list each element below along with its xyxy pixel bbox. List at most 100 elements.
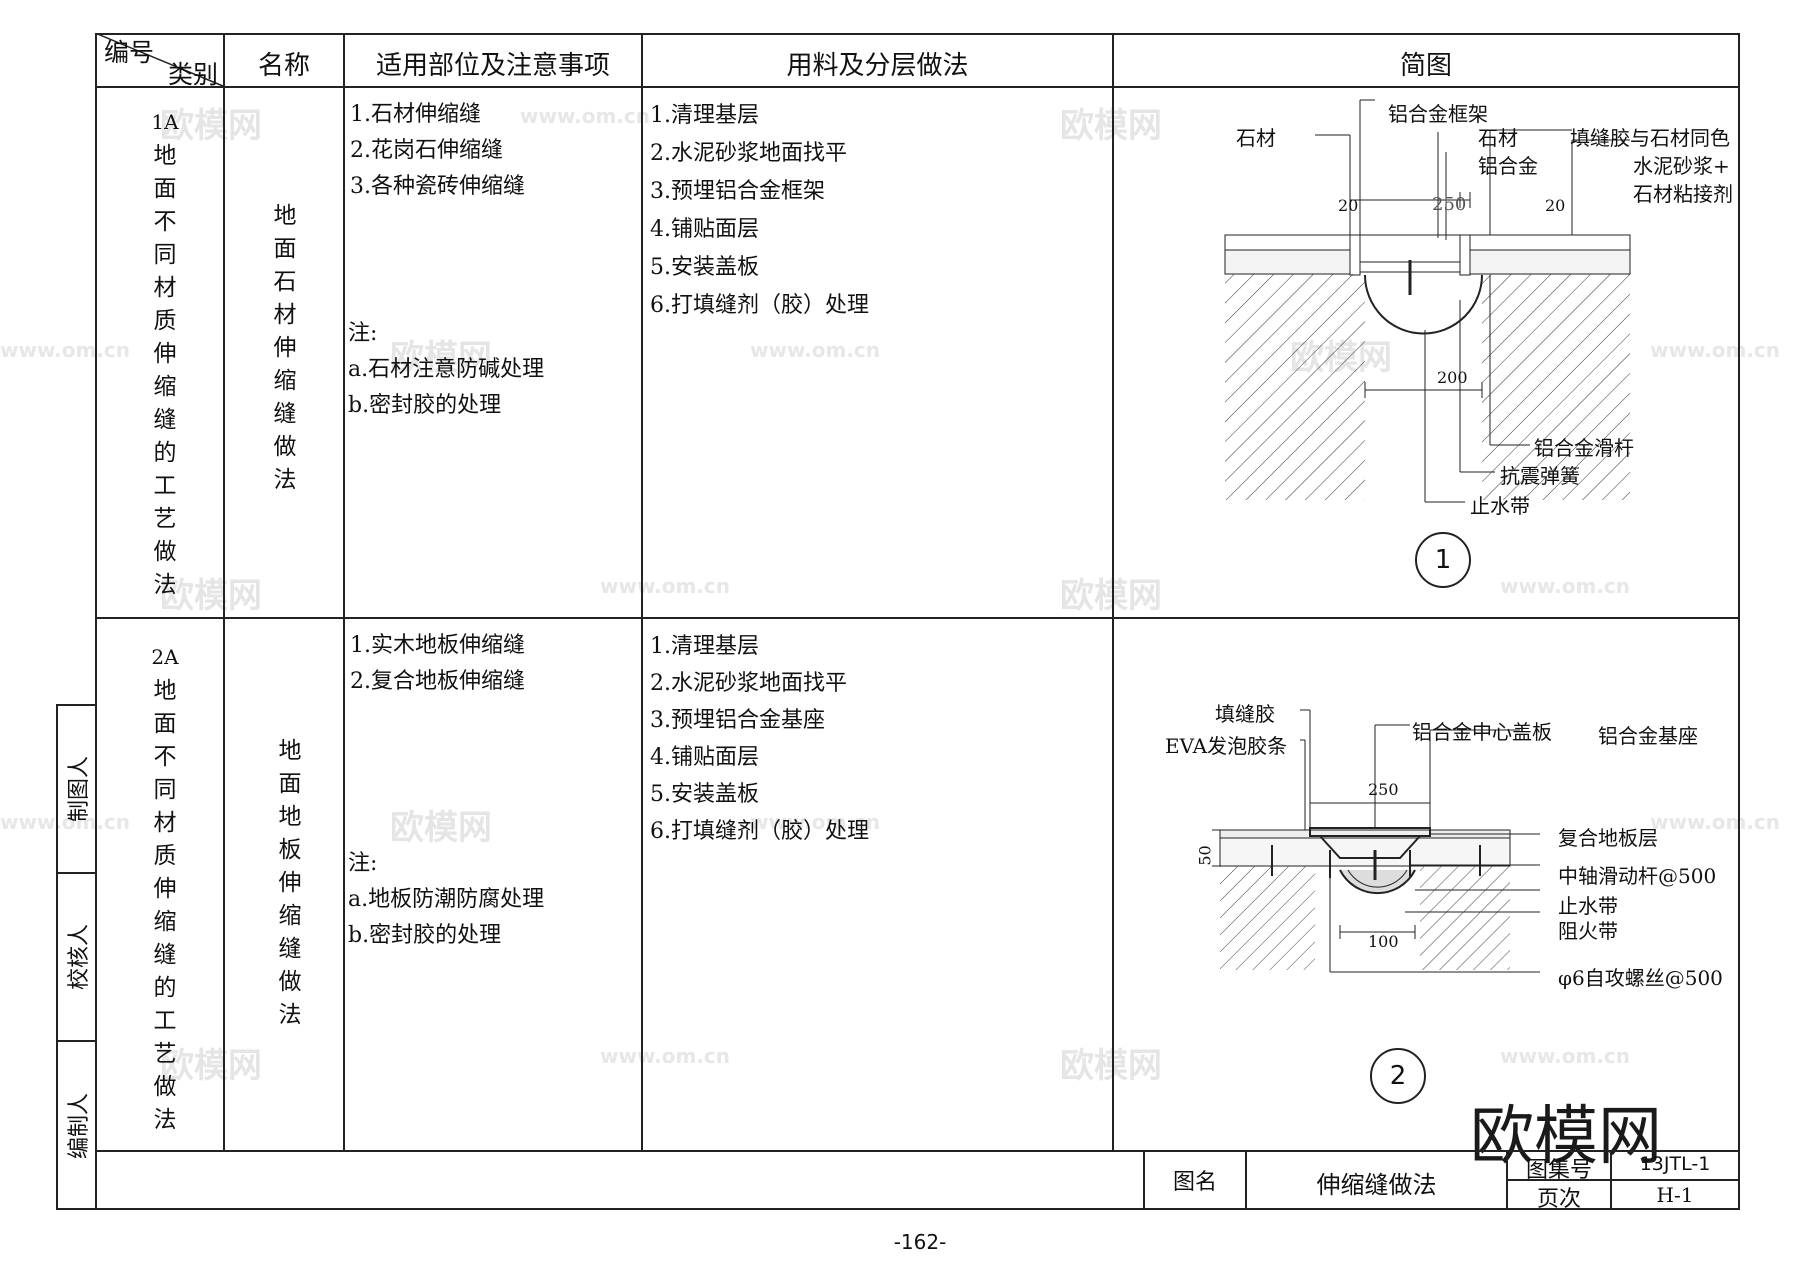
- list-item: 3.预埋铝合金框架: [650, 179, 825, 204]
- row-category: 地面不同材质伸缩缝的工艺做法: [153, 678, 177, 1133]
- dim-top: 250: [1368, 780, 1399, 799]
- watermark: www.om.cn: [0, 810, 131, 834]
- row-code: 2A: [151, 645, 179, 669]
- label-al-frame: 铝合金框架: [1388, 102, 1488, 126]
- label-floor-layer: 复合地板层: [1558, 826, 1658, 850]
- title-label: 图名: [1172, 1170, 1217, 1195]
- watermark: www.om.cn: [750, 338, 881, 362]
- watermark: 欧模网: [1060, 106, 1162, 146]
- expansion-joint-diagram-1: [1224, 99, 1631, 503]
- scope-list: 1.实木地板伸缩缝 2.复合地板伸缩缝: [350, 628, 525, 700]
- header-code: 编号: [104, 38, 155, 67]
- label-stone: 石材: [1236, 126, 1276, 150]
- row-category: 地面不同材质伸缩缝的工艺做法: [153, 143, 177, 598]
- watermark: www.om.cn: [750, 810, 881, 834]
- dim-height: 50: [1195, 845, 1215, 866]
- watermark: 欧模网: [160, 576, 262, 616]
- label-center-cover: 铝合金中心盖板: [1412, 720, 1552, 744]
- row-name: 地面地板伸缩缝做法: [278, 738, 302, 1028]
- atlas-number: 13JTL-1: [1639, 1153, 1711, 1175]
- drawer-label: 制图人: [67, 756, 92, 823]
- dim-bottom: 100: [1368, 932, 1399, 951]
- list-item: 5.安装盖板: [650, 255, 759, 280]
- list-item: 1.石材伸缩缝: [350, 102, 481, 127]
- label-aluminum: 铝合金: [1478, 154, 1538, 178]
- diagram-number: 2: [1370, 1048, 1426, 1104]
- row-name: 地面石材伸缩缝做法: [273, 203, 297, 493]
- header-diagonal: [95, 33, 224, 87]
- page-label: 页次: [1536, 1187, 1581, 1212]
- scope-list: 1.石材伸缩缝 2.花岗石伸缩缝 3.各种瓷砖伸缩缝: [350, 97, 525, 205]
- page-code: H-1: [1656, 1183, 1694, 1207]
- steps-list: 1.清理基层 2.水泥砂浆地面找平 3.预埋铝合金框架 4.铺贴面层 5.安装盖…: [650, 97, 869, 325]
- header-sketch: 简图: [1399, 51, 1452, 81]
- watermark: 欧模网: [390, 338, 492, 378]
- list-item: 3.各种瓷砖伸缩缝: [350, 174, 525, 199]
- dim-bottom: 200: [1437, 368, 1468, 387]
- list-item: 1.清理基层: [650, 103, 759, 128]
- watermark: www.om.cn: [600, 574, 731, 598]
- list-item: a.石材注意防碱处理: [348, 357, 545, 382]
- label-screw: φ6自攻螺丝@500: [1558, 966, 1723, 990]
- label-waterstop: 止水带: [1558, 894, 1618, 918]
- watermark: 欧模网: [160, 1046, 262, 1086]
- label-slide-rod: 中轴滑动杆@500: [1558, 864, 1717, 888]
- watermark: 欧模网: [1060, 1046, 1162, 1086]
- header-category: 类别: [168, 60, 219, 89]
- label-fire-strip: 阻火带: [1558, 919, 1618, 943]
- note-title: 注:: [348, 851, 378, 876]
- list-item: 4.铺贴面层: [650, 217, 759, 242]
- header-name: 名称: [257, 51, 310, 81]
- list-item: b.密封胶的处理: [348, 393, 502, 418]
- drawing-title: 伸缩缝做法: [1316, 1171, 1437, 1199]
- notes-list: 注: a.石材注意防碱处理 b.密封胶的处理: [348, 316, 544, 424]
- label-adhesive: 石材粘接剂: [1633, 182, 1733, 206]
- dim-right: 20: [1545, 196, 1566, 215]
- label-base: 铝合金基座: [1598, 724, 1698, 748]
- label-sealant: 填缝胶与石材同色: [1570, 126, 1730, 150]
- watermark: www.om.cn: [1500, 1044, 1631, 1068]
- atlas-label: 图集号: [1525, 1158, 1592, 1183]
- notes-list: 注: a.地板防潮防腐处理 b.密封胶的处理: [348, 846, 544, 954]
- list-item: b.密封胶的处理: [348, 923, 502, 948]
- list-item: 2.复合地板伸缩缝: [350, 669, 525, 694]
- list-item: 5.安装盖板: [650, 782, 759, 807]
- list-item: 6.打填缝剂（胶）处理: [650, 819, 869, 844]
- label-eva-strip: EVA发泡胶条: [1165, 734, 1288, 758]
- label-mortar: 水泥砂浆+: [1633, 154, 1730, 178]
- watermark: www.om.cn: [1500, 574, 1631, 598]
- label-sealant: 填缝胶: [1215, 702, 1275, 726]
- list-item: 2.水泥砂浆地面找平: [650, 141, 847, 166]
- header-materials: 用料及分层做法: [786, 51, 969, 81]
- checker-label: 校核人: [67, 924, 92, 991]
- list-item: 2.花岗石伸缩缝: [350, 138, 503, 163]
- list-item: 1.清理基层: [650, 634, 759, 659]
- editor-label: 编制人: [67, 1093, 92, 1160]
- expansion-joint-diagram-2: [1212, 709, 1540, 973]
- list-item: 1.实木地板伸缩缝: [350, 633, 525, 658]
- list-item: 6.打填缝剂（胶）处理: [650, 293, 869, 318]
- watermark: www.om.cn: [1650, 810, 1781, 834]
- watermark: www.om.cn: [0, 338, 131, 362]
- watermark: www.om.cn: [600, 1044, 731, 1068]
- diagram-number: 1: [1415, 532, 1471, 588]
- row-code: 1A: [151, 110, 179, 134]
- note-title: 注:: [348, 321, 378, 346]
- list-item: a.地板防潮防腐处理: [348, 887, 545, 912]
- label-slide-rod: 铝合金滑杆: [1534, 436, 1634, 460]
- label-stone: 石材: [1478, 126, 1518, 150]
- watermark: www.om.cn: [1650, 338, 1781, 362]
- page-number: -162-: [893, 1230, 947, 1254]
- list-item: 4.铺贴面层: [650, 745, 759, 770]
- label-waterstop: 止水带: [1470, 494, 1530, 518]
- steps-list: 1.清理基层 2.水泥砂浆地面找平 3.预埋铝合金基座 4.铺贴面层 5.安装盖…: [650, 628, 869, 850]
- dim-left: 20: [1338, 196, 1359, 215]
- watermark: 欧模网: [160, 106, 262, 146]
- header-scope: 适用部位及注意事项: [375, 51, 610, 81]
- list-item: 3.预埋铝合金基座: [650, 708, 825, 733]
- watermark-logo: 欧模网: [1470, 1100, 1662, 1174]
- label-spring: 抗震弹簧: [1500, 464, 1580, 488]
- dim-mid: 250: [1432, 194, 1467, 215]
- watermark: 欧模网: [390, 808, 492, 848]
- watermark: www.om.cn: [520, 104, 651, 128]
